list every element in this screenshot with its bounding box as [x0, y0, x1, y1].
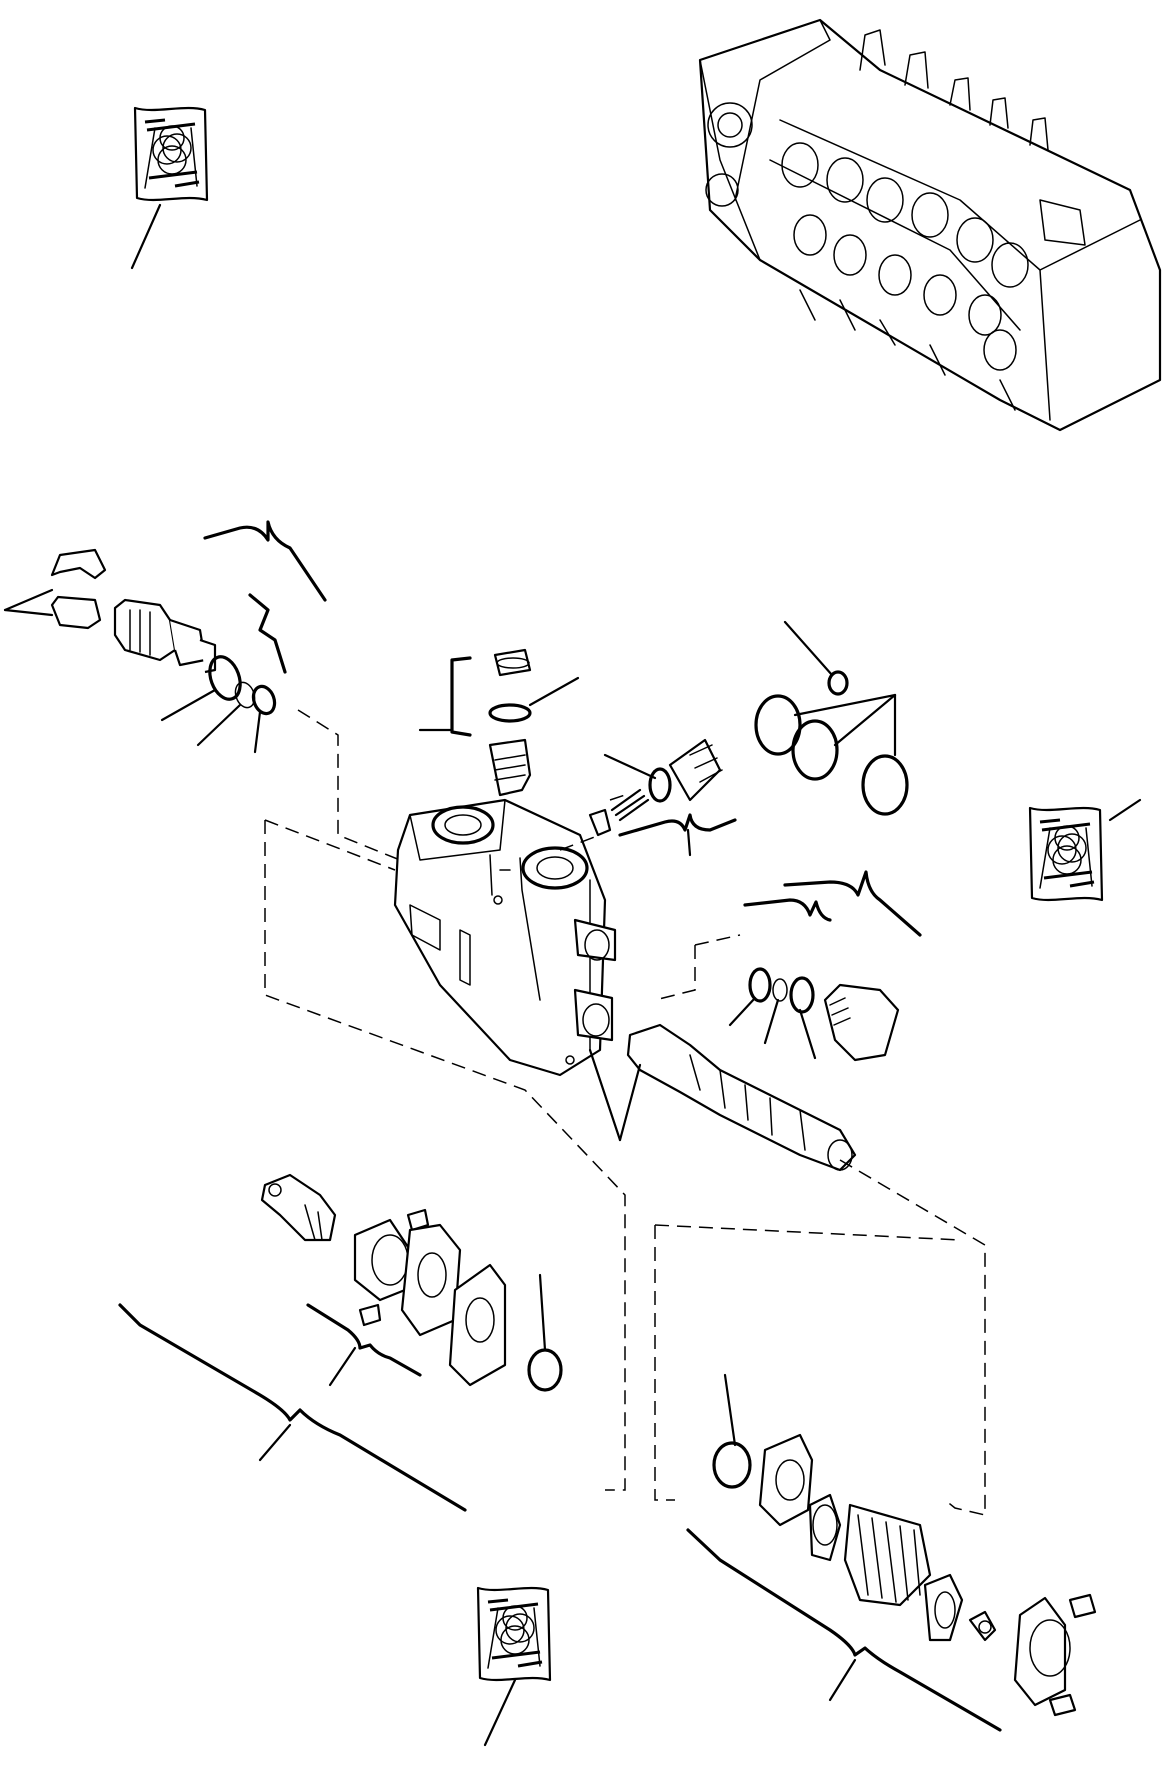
- spool-cap-assembly: [118, 1173, 563, 1512]
- kit-badge-icon: [476, 1586, 552, 1747]
- check-valve-plug: [728, 870, 922, 1062]
- kit-badge-icon: [1028, 798, 1142, 902]
- valve-assembly-thumbnail: [698, 18, 1162, 432]
- return-spring-assembly: [686, 1373, 1097, 1732]
- valve-section-body: [393, 798, 617, 1077]
- check-valve-plug: [588, 620, 909, 857]
- spool: [588, 1023, 857, 1172]
- relief-valve-cartridge: [3, 520, 327, 754]
- assembly-guide-lines: [264, 709, 986, 1516]
- kit-badge-icon: [130, 106, 209, 270]
- check-valve-plug: [418, 648, 580, 797]
